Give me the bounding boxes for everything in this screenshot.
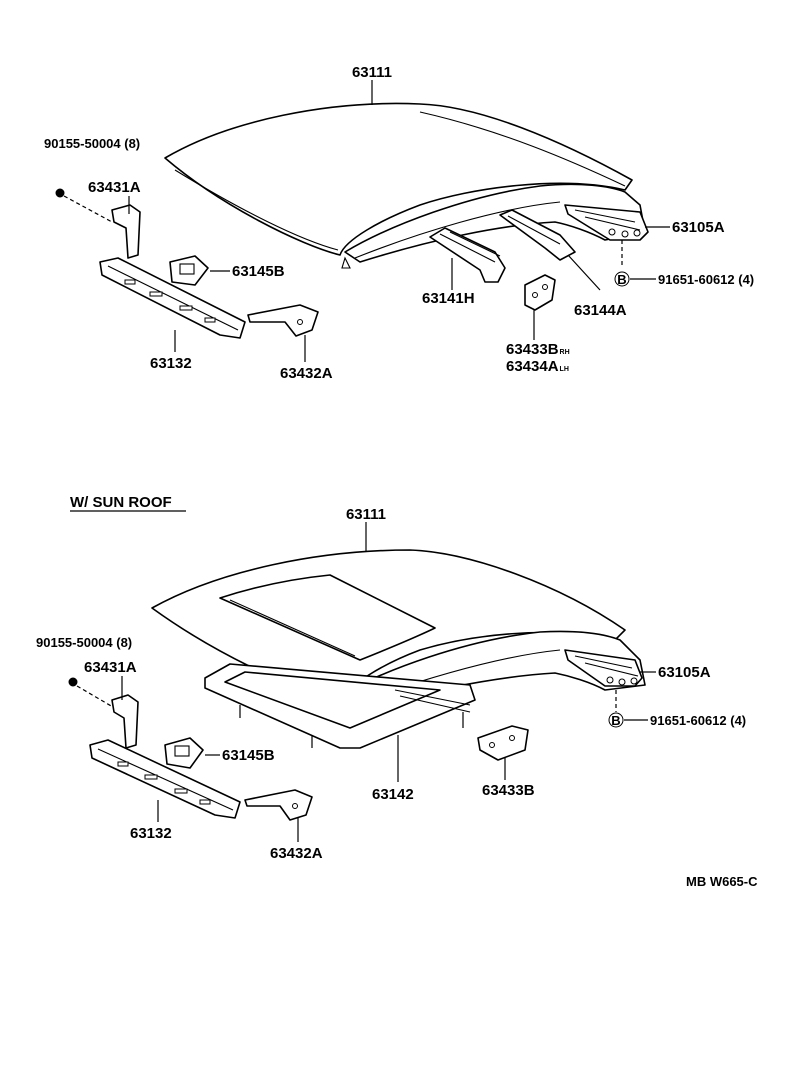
label-bracket-front-sunroof: 63431A	[84, 659, 137, 676]
bolt-marker-top: B	[614, 240, 630, 287]
bracket-63433b-sunroof	[477, 725, 529, 761]
roof-bow-63144a	[499, 209, 576, 261]
label-sunroof-frame: 63142	[372, 786, 414, 803]
front-header-top	[99, 257, 246, 339]
rear-rail-sunroof	[564, 649, 643, 687]
roof-panel-top	[164, 102, 646, 269]
leader-lines-top	[128, 80, 670, 362]
label-corner-bracket: 63432A	[280, 365, 333, 382]
roof-panel-sunroof	[151, 549, 646, 711]
front-header-sunroof	[89, 739, 241, 819]
label-screw: 90155-50004 (8)	[44, 136, 140, 151]
footer-code: MB W665-C	[686, 874, 758, 889]
bolt-marker-label-sunroof: B	[611, 713, 620, 728]
label-bracket-front: 63431A	[88, 179, 141, 196]
label-reinforcement-sunroof: 63145B	[222, 747, 275, 764]
top-section: B 63111 90155-50004 (8) 63431A 63145B 63…	[44, 64, 754, 382]
label-bracket-lh: 63434ALH	[506, 358, 569, 375]
label-bracket-rh: 63433BRH	[506, 341, 570, 358]
label-roof-bow-h: 63141H	[422, 290, 475, 307]
reinforcement-63145b-sunroof	[164, 737, 204, 769]
corner-bracket-63432a-sunroof	[244, 789, 313, 821]
label-screw-sunroof: 90155-50004 (8)	[36, 635, 132, 650]
bolt-marker-label: B	[617, 272, 626, 287]
label-bolt: 91651-60612 (4)	[658, 272, 754, 287]
label-roof-panel-sunroof: 63111	[346, 506, 386, 523]
label-bolt-sunroof: 91651-60612 (4)	[650, 713, 746, 728]
label-roof-bow-a: 63144A	[574, 302, 627, 319]
leader-lines-sunroof	[121, 522, 656, 842]
bolt-marker-sunroof: B	[608, 690, 624, 728]
reinforcement-63145b-top	[169, 255, 209, 286]
label-rear-rail: 63105A	[672, 219, 725, 236]
screw-top	[55, 188, 113, 223]
sunroof-section: W/ SUN ROOF	[36, 494, 746, 862]
bracket-63431a-top	[111, 204, 141, 259]
screw-sunroof	[68, 677, 119, 711]
corner-bracket-63432a-top	[247, 304, 319, 337]
label-reinforcement: 63145B	[232, 263, 285, 280]
label-bracket-sunroof: 63433B	[482, 782, 535, 799]
label-rear-rail-sunroof: 63105A	[658, 664, 711, 681]
bracket-63431a-sunroof	[111, 694, 139, 749]
sunroof-frame-63142	[204, 663, 476, 750]
label-roof-panel: 63111	[352, 64, 392, 81]
rear-rail-top	[564, 204, 649, 241]
label-front-header: 63132	[150, 355, 192, 372]
label-corner-bracket-sunroof: 63432A	[270, 845, 323, 862]
label-front-header-sunroof: 63132	[130, 825, 172, 842]
roof-bow-63141h	[429, 227, 506, 283]
sunroof-heading: W/ SUN ROOF	[70, 494, 172, 511]
bracket-63433b-top	[524, 274, 556, 311]
